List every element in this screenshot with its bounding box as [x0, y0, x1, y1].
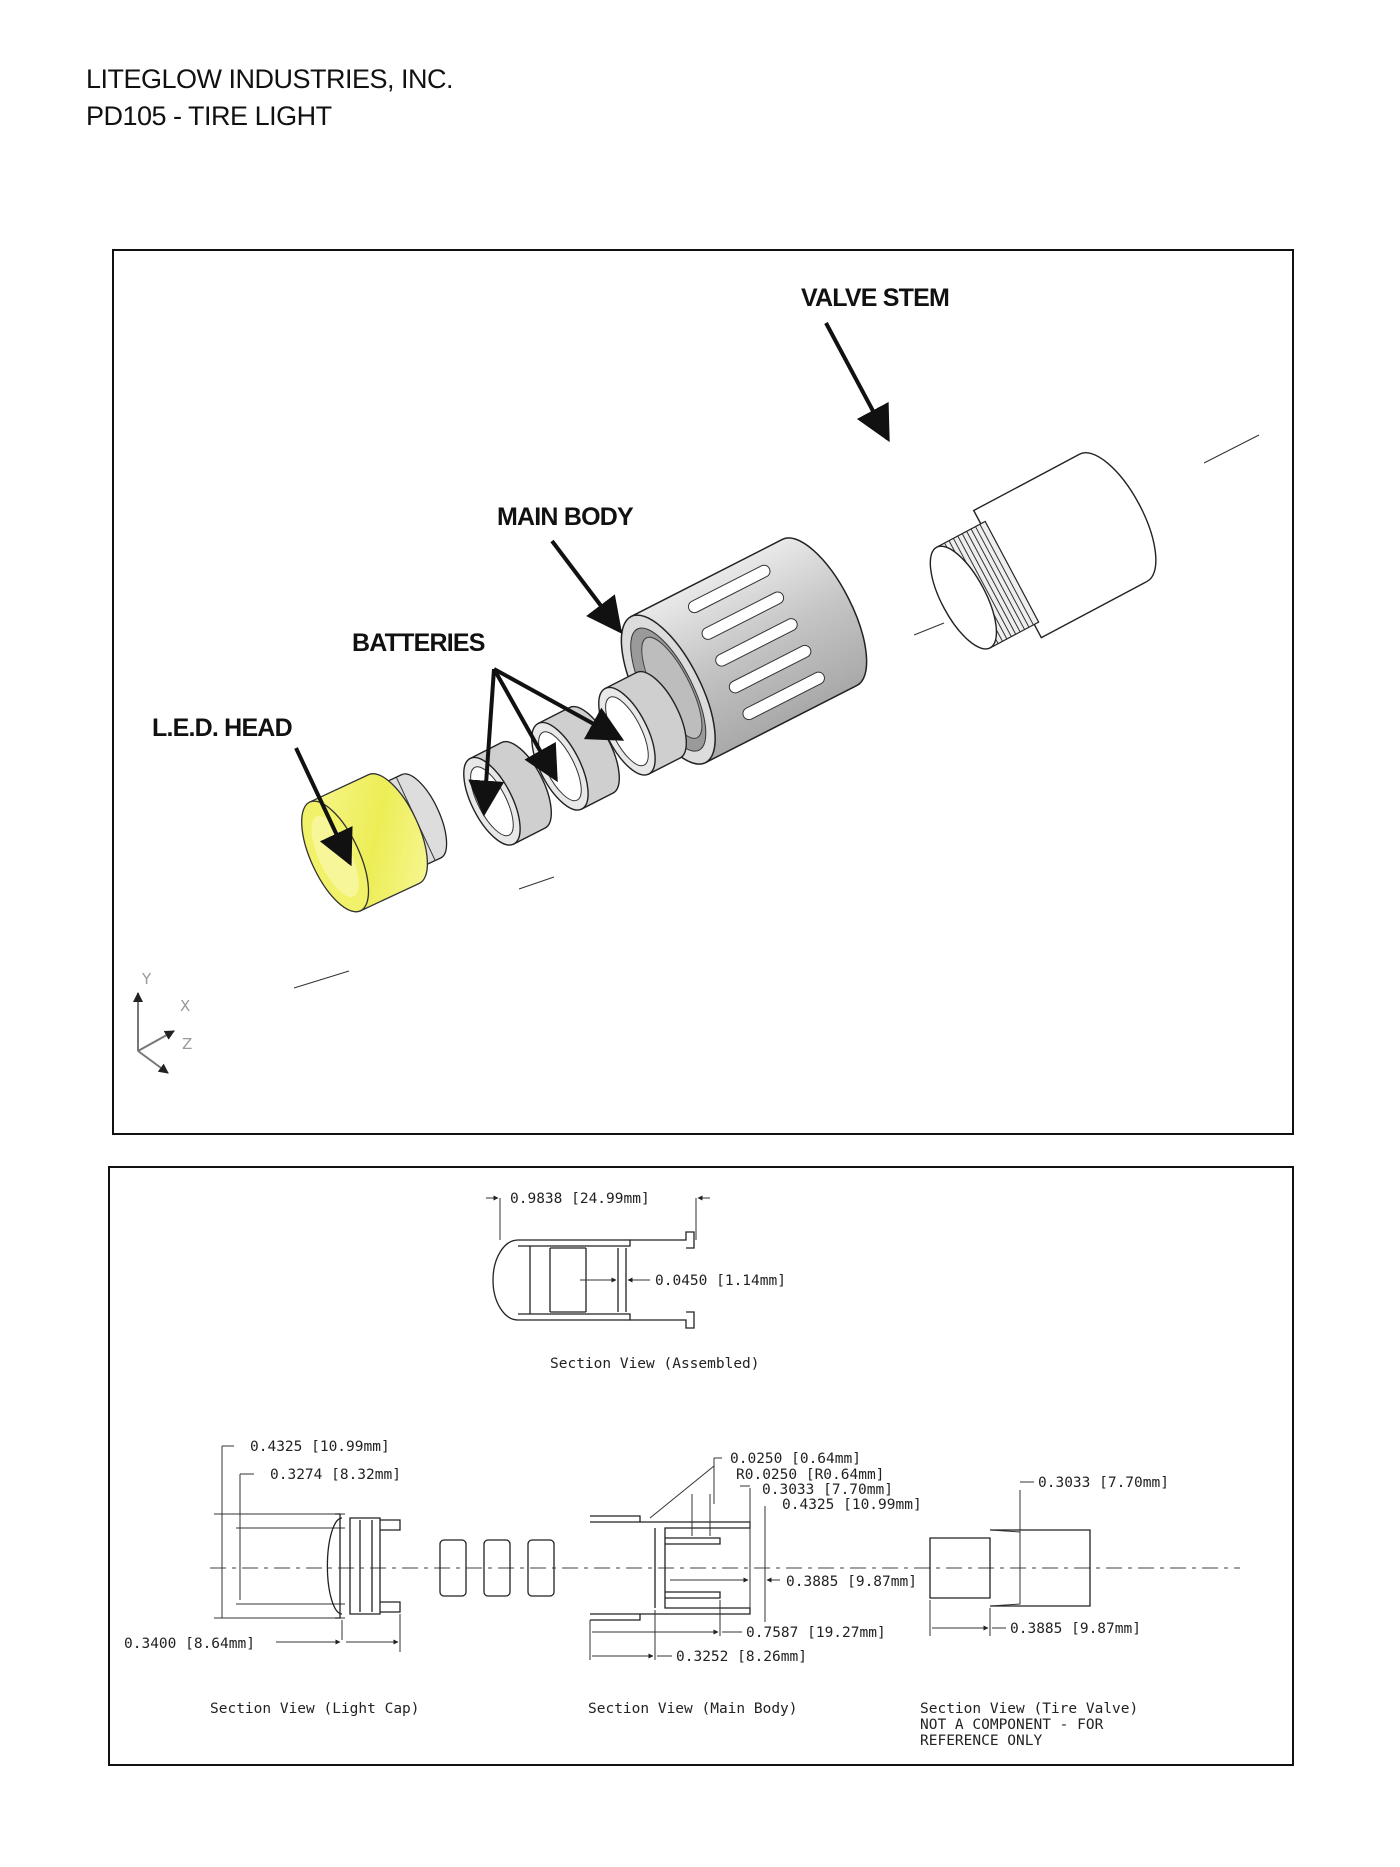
section-view-assembled: 0.9838 [24.99mm] 0.0450 [1.14mm] Section… [486, 1191, 786, 1372]
dim-body-bore: 0.3252 [8.26mm] [676, 1649, 807, 1665]
main-body-label: MAIN BODY [497, 503, 634, 531]
company-name: LITEGLOW INDUSTRIES, INC. [86, 64, 454, 94]
callout-main-body: MAIN BODY [497, 503, 635, 634]
caption-tire-valve-note: NOT A COMPONENT - FOR [920, 1717, 1104, 1733]
callout-batteries: BATTERIES [352, 629, 625, 817]
dim-body-inner: 0.3885 [9.87mm] [786, 1574, 917, 1590]
axis-centerline [293, 434, 1260, 989]
ucs-axis-icon: Y X Z [133, 970, 192, 1074]
dim-assembled-length: 0.9838 [24.99mm] [510, 1191, 650, 1207]
dim-body-radius: R0.0250 [R0.64mm] [736, 1467, 884, 1483]
exploded-view-panel: VALVE STEM MAIN BODY BATTERIES L.E.D. HE… [112, 249, 1294, 1135]
caption-light-cap: Section View (Light Cap) [210, 1701, 420, 1717]
caption-main-body: Section View (Main Body) [588, 1701, 798, 1717]
dim-body-outer: 0.4325 [10.99mm] [782, 1497, 922, 1513]
dim-valve-thread: 0.3033 [7.70mm] [1038, 1475, 1169, 1491]
valve-stem-part [929, 452, 1157, 650]
axis-z-label: Z [182, 1035, 192, 1053]
section-batteries [439, 1539, 555, 1597]
axis-y-label: Y [141, 970, 152, 988]
callout-led-head: L.E.D. HEAD [152, 714, 353, 867]
section-views-drawing: 0.9838 [24.99mm] 0.0450 [1.14mm] Section… [124, 1191, 1240, 1749]
dim-assembled-gap: 0.0450 [1.14mm] [655, 1273, 786, 1289]
dim-body-thread: 0.3033 [7.70mm] [762, 1482, 893, 1498]
batteries-label: BATTERIES [352, 629, 485, 657]
caption-tire-valve: Section View (Tire Valve) [920, 1701, 1138, 1717]
main-body-part [620, 537, 868, 765]
caption-assembled: Section View (Assembled) [550, 1356, 760, 1372]
dim-body-length: 0.7587 [19.27mm] [746, 1625, 886, 1641]
dim-cap-depth: 0.3400 [8.64mm] [124, 1636, 255, 1652]
valve-stem-label: VALVE STEM [801, 284, 949, 312]
exploded-view-drawing: VALVE STEM MAIN BODY BATTERIES L.E.D. HE… [133, 284, 1260, 1074]
callout-valve-stem: VALVE STEM [801, 284, 950, 443]
dim-cap-outer: 0.4325 [10.99mm] [250, 1439, 390, 1455]
section-view-light-cap: 0.4325 [10.99mm] 0.3274 [8.32mm] 0.3400 … [124, 1439, 420, 1717]
section-view-main-body: 0.0250 [0.64mm] R0.0250 [R0.64mm] 0.3033… [588, 1451, 922, 1717]
led-head-part [301, 773, 448, 913]
dim-valve-length: 0.3885 [9.87mm] [1010, 1621, 1141, 1637]
caption-tire-valve-ref: REFERENCE ONLY [920, 1733, 1042, 1749]
section-view-tire-valve: 0.3033 [7.70mm] 0.3885 [9.87mm] Section … [920, 1475, 1169, 1749]
axis-x-label: X [180, 997, 190, 1015]
section-views-panel: 0.9838 [24.99mm] 0.0450 [1.14mm] Section… [108, 1166, 1294, 1766]
dim-body-wall: 0.0250 [0.64mm] [730, 1451, 861, 1467]
dim-cap-inner: 0.3274 [8.32mm] [270, 1467, 401, 1483]
led-head-label: L.E.D. HEAD [152, 714, 292, 742]
product-title: PD105 - TIRE LIGHT [86, 101, 332, 131]
